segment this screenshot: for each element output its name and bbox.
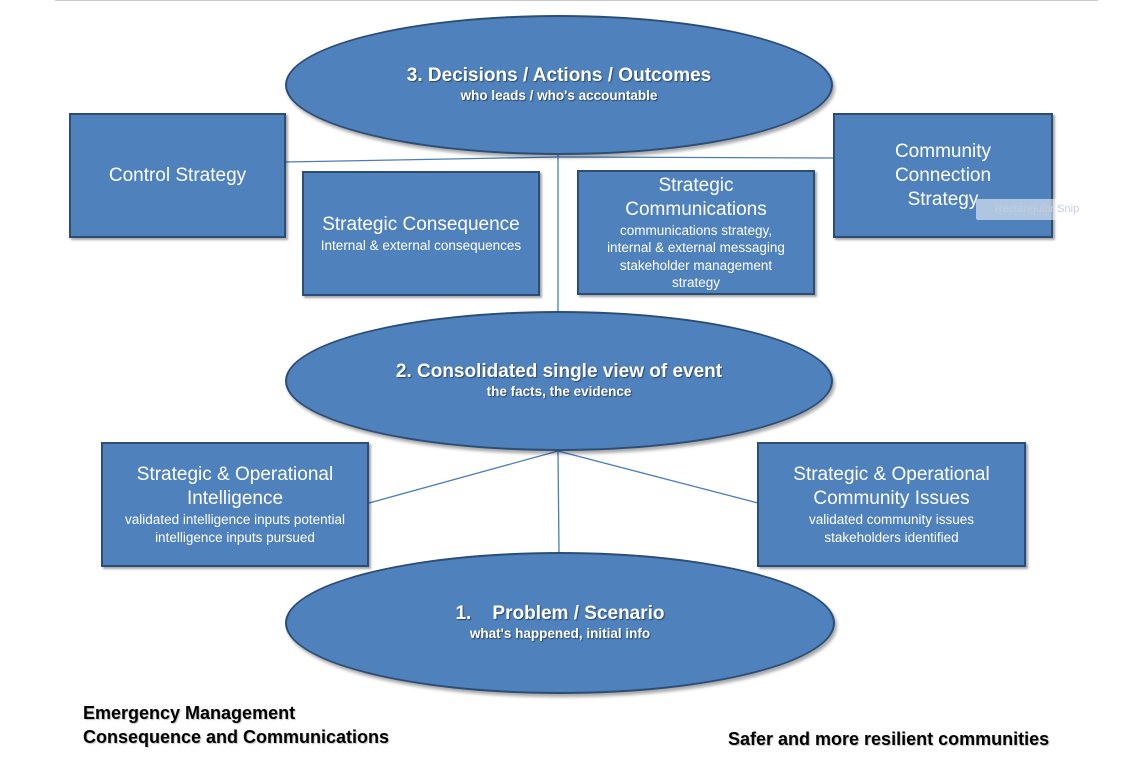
rectangular-snip-ghost: Rectangular Snip <box>976 199 1098 220</box>
connector-bottom-vertical <box>557 450 560 554</box>
problem-scenario-title: 1. Problem / Scenario <box>455 603 665 624</box>
decisions-title: 3. Decisions / Actions / Outcomes <box>406 65 712 86</box>
community-issues-title: Strategic & Operational Community Issues <box>793 464 990 509</box>
strategic-consequence-title: Strategic Consequence <box>322 213 520 235</box>
consolidated-view-title: 2. Consolidated single view of event <box>395 361 723 382</box>
decisions-subtitle: who leads / who's accountable <box>460 88 658 103</box>
consolidated-view-subtitle: the facts, the evidence <box>486 384 632 399</box>
footer-right: Safer and more resilient communities <box>728 729 1050 749</box>
problem-scenario-subtitle: what's happened, initial info <box>469 626 651 641</box>
strategic-consequence-box: Strategic Consequence Internal & externa… <box>302 171 540 296</box>
control-strategy-title: Control Strategy <box>108 164 247 186</box>
connector-to-intelligence <box>368 450 559 504</box>
community-issues-box: Strategic & Operational Community Issues… <box>757 442 1026 567</box>
decisions-ellipse: 3. Decisions / Actions / Outcomes who le… <box>285 15 833 155</box>
problem-scenario-ellipse: 1. Problem / Scenario what's happened, i… <box>285 552 835 694</box>
intelligence-subtitle: validated intelligence inputs potential … <box>125 512 345 545</box>
community-issues-subtitle: validated community issues stakeholders … <box>808 512 975 545</box>
footer-left-line1: Emergency Management <box>83 703 296 723</box>
strategic-communications-subtitle: communications strategy, internal & exte… <box>607 222 785 291</box>
footer-left-line2: Consequence and Communications <box>83 727 390 747</box>
strategic-communications-box: Strategic Communications communications … <box>577 170 815 295</box>
intelligence-box: Strategic & Operational Intelligence val… <box>101 442 369 567</box>
footer-left: Emergency Management Consequence and Com… <box>83 701 389 749</box>
intelligence-title: Strategic & Operational Intelligence <box>136 464 334 509</box>
consolidated-view-ellipse: 2. Consolidated single view of event the… <box>285 311 833 451</box>
connector-right-horizontal <box>557 156 835 159</box>
connector-left-horizontal <box>284 156 559 163</box>
connector-to-community-issues <box>557 450 759 504</box>
strategic-communications-title: Strategic Communications <box>625 174 767 220</box>
strategic-consequence-subtitle: Internal & external consequences <box>320 237 522 253</box>
community-connection-title: Community Connection Strategy <box>894 140 992 210</box>
control-strategy-box: Control Strategy <box>69 113 286 238</box>
top-rule <box>55 0 1098 1</box>
